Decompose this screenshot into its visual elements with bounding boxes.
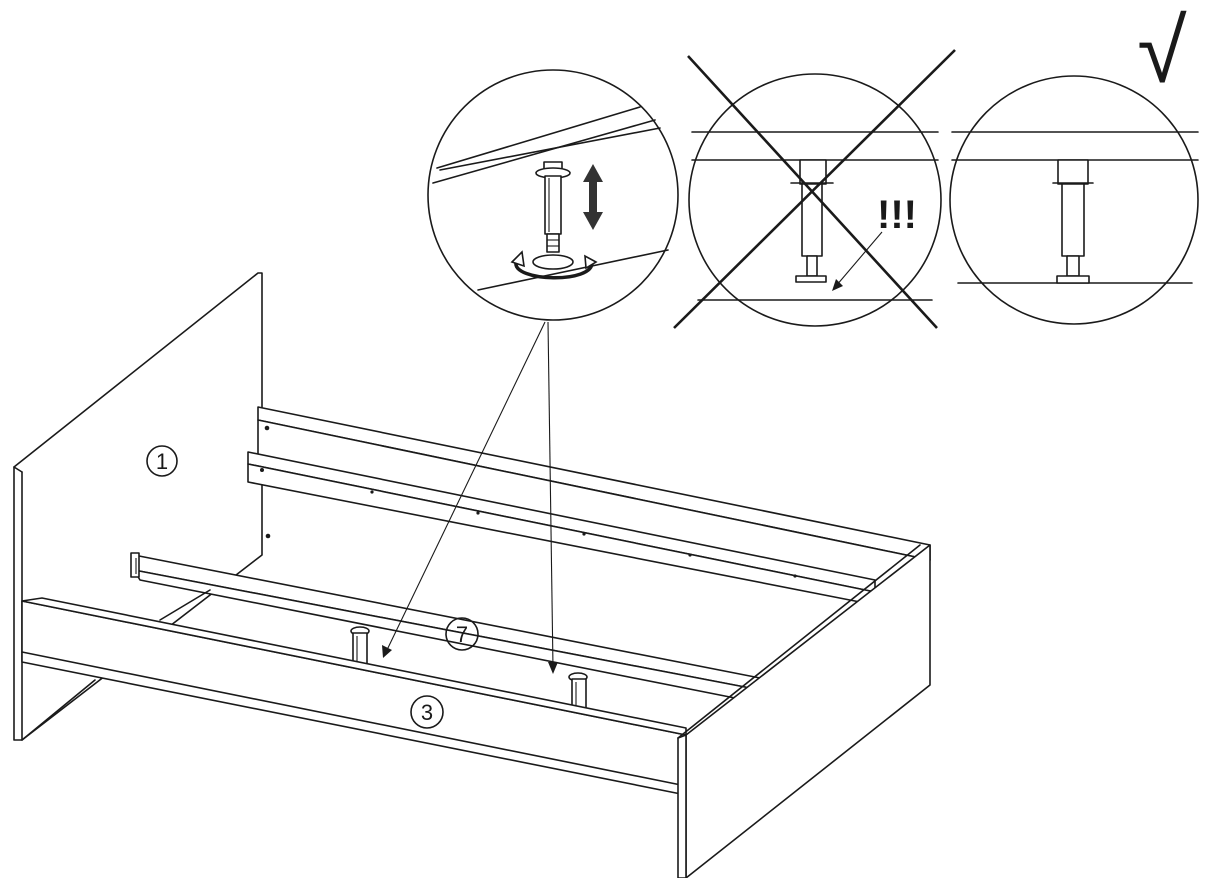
part-label-7: 7 xyxy=(456,622,468,647)
double-arrow-icon xyxy=(583,164,603,230)
part-callout-7: 7 xyxy=(445,617,479,651)
bed-frame xyxy=(13,272,931,879)
part-label-1: 1 xyxy=(156,449,168,474)
ok-mark: √ xyxy=(1137,2,1187,102)
part-label-3: 3 xyxy=(421,700,433,725)
footboard-panel xyxy=(677,544,931,879)
detail-correct: √ xyxy=(949,2,1199,325)
part-callout-1: 1 xyxy=(146,445,178,477)
detail-incorrect: !!! xyxy=(673,49,956,329)
rotate-arrow-icon xyxy=(510,250,598,280)
warning-text: !!! xyxy=(877,193,917,237)
leader-lines xyxy=(382,321,558,674)
checkmark-icon: √ xyxy=(1137,2,1187,102)
part-callout-3: 3 xyxy=(410,695,444,729)
detail-adjust-leg xyxy=(427,69,679,321)
cross-out-icon xyxy=(673,49,956,329)
floor-line xyxy=(21,679,96,741)
